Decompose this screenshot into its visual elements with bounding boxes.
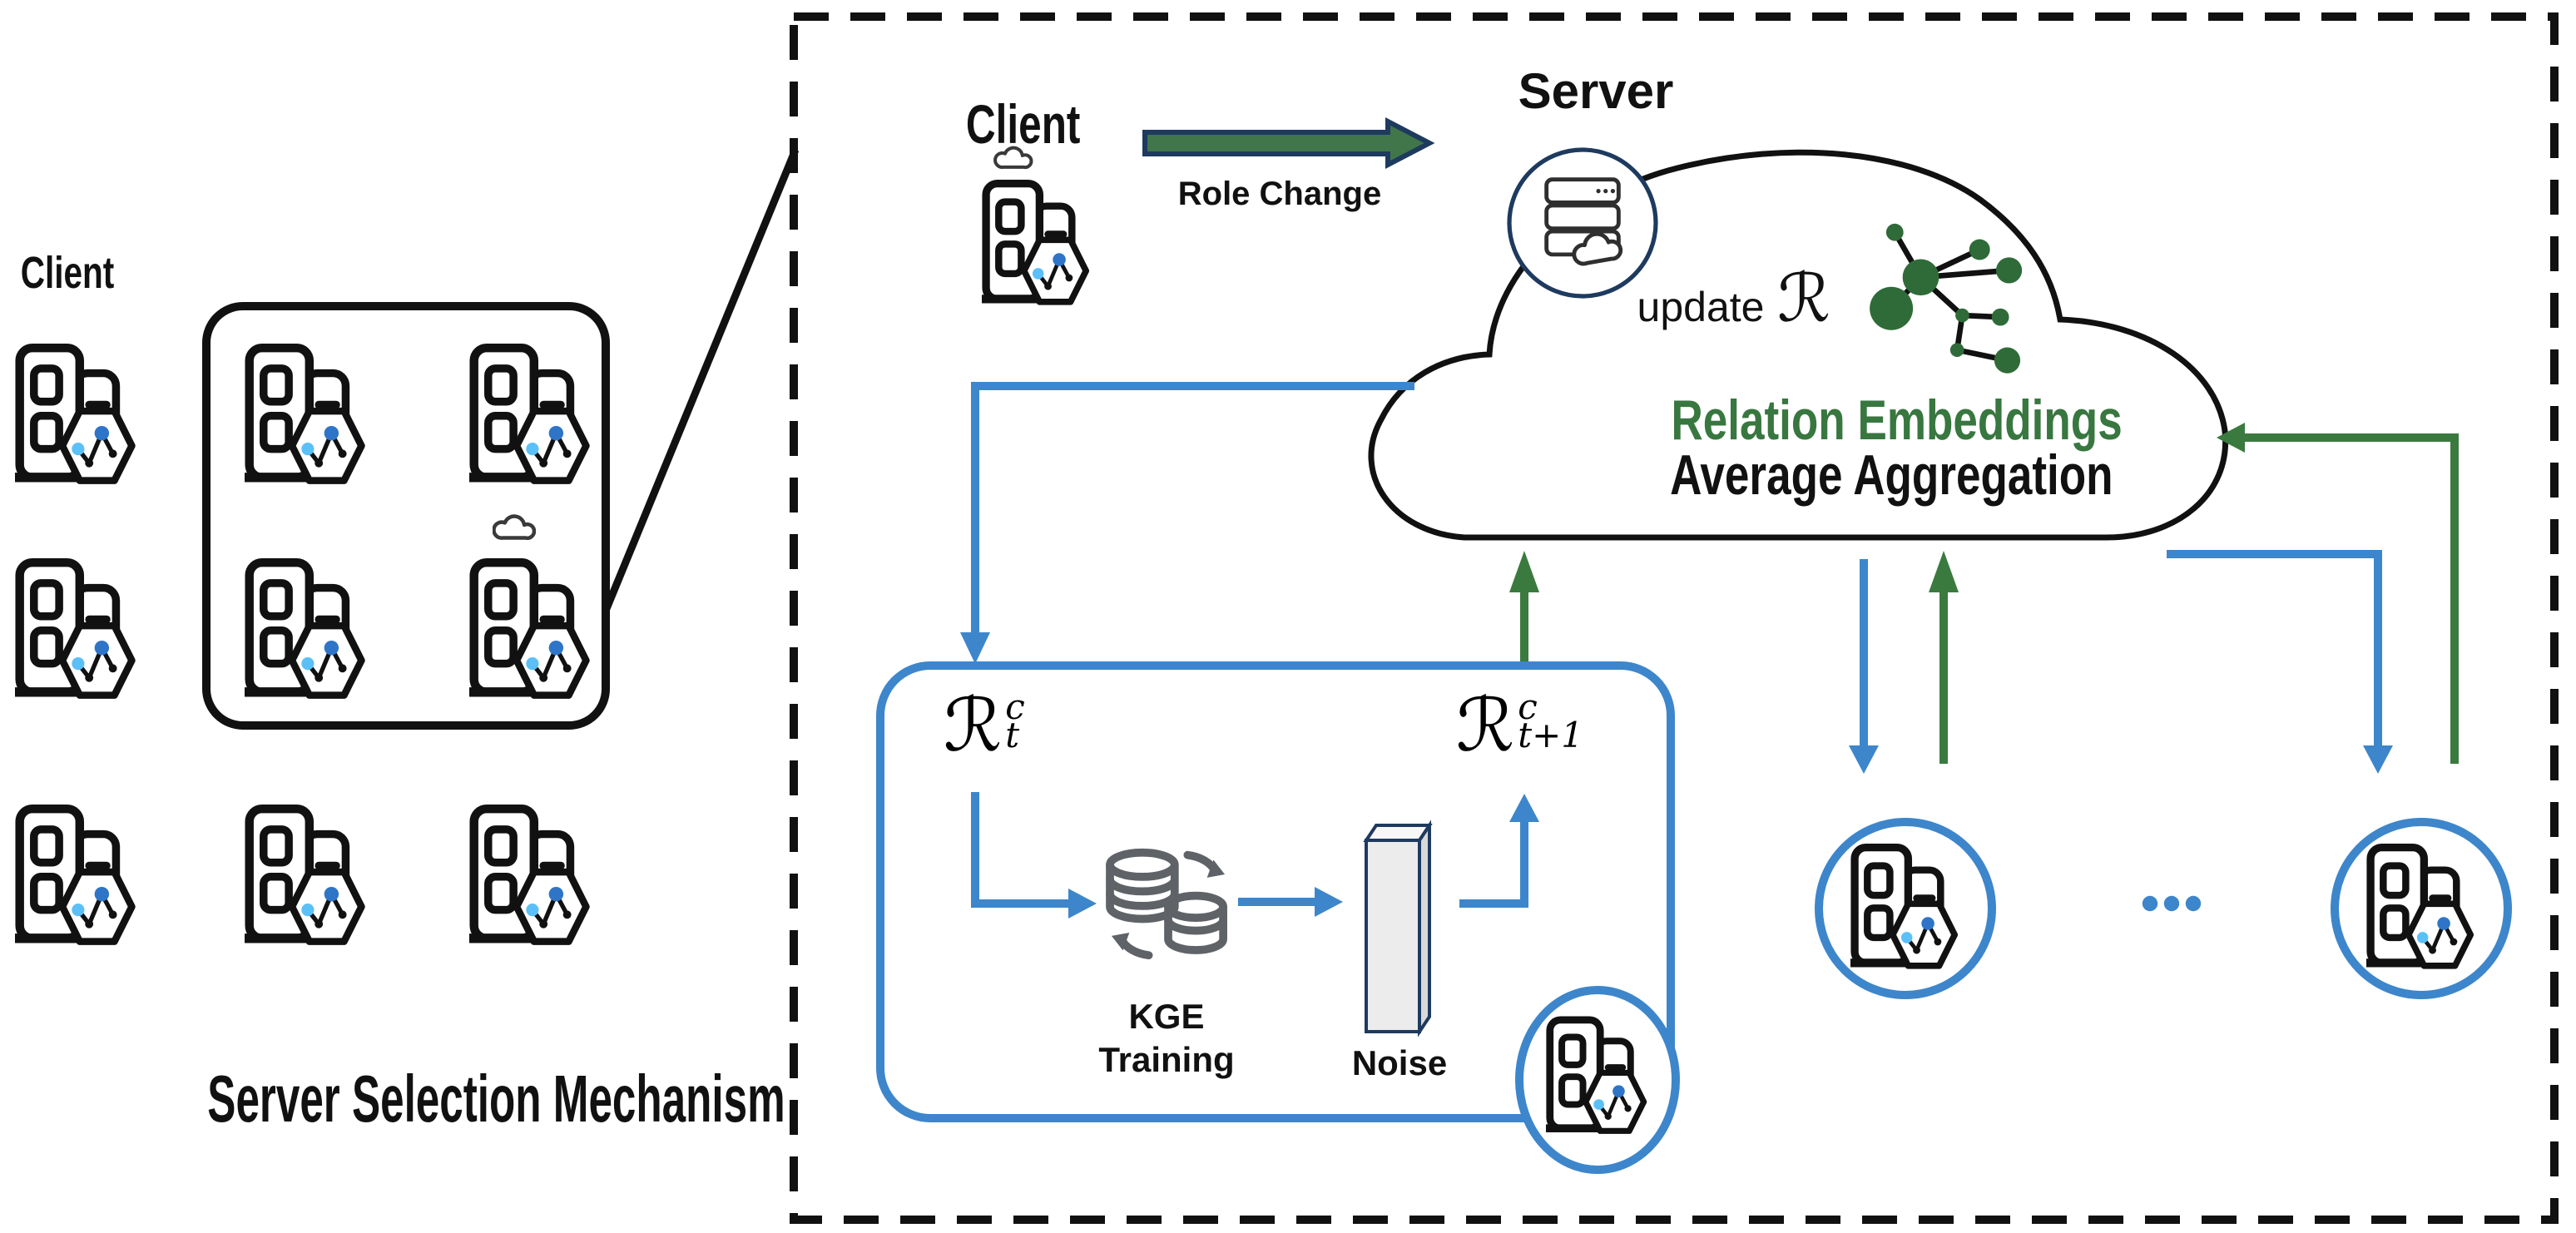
arrow-right-client-to-cloud — [2245, 433, 2459, 764]
dashed-frame — [790, 12, 2559, 1224]
role-change-arrow — [1142, 117, 1435, 169]
client-building-icon — [245, 334, 368, 491]
client-building-icon — [469, 549, 592, 706]
flow-server-label: Server — [1518, 65, 1674, 120]
arrow-rt-to-kge — [971, 792, 1068, 908]
selection-box — [202, 302, 610, 730]
box-client-icon — [1546, 1008, 1649, 1140]
blue-arrowheads — [960, 632, 2393, 919]
green-arrowheads — [1509, 423, 2245, 592]
role-change-label: Role Change — [1177, 176, 1382, 213]
mid-client-icon — [1850, 835, 1960, 975]
registry-symbol: ℛ — [1777, 261, 1830, 338]
kge-training-label: KGE Training — [1098, 998, 1235, 1080]
server-rack-icon — [1539, 176, 1626, 266]
arrow-cloud-to-right-client — [2167, 550, 2382, 745]
update-label: update — [1637, 285, 1765, 331]
relation-graph-icon — [1867, 206, 2040, 379]
ellipsis-icon — [2142, 895, 2202, 912]
left-client-label: Client — [21, 248, 116, 298]
client-building-icon — [469, 795, 592, 952]
arrow-noise-to-rt1 — [1459, 822, 1528, 908]
noise-bar — [1363, 820, 1433, 1037]
blue-arrows — [971, 382, 2382, 908]
client-training-box — [876, 661, 1675, 1122]
green-arrows — [1520, 433, 2459, 764]
promoted-client-icon — [982, 171, 1092, 311]
right-client-icon — [2366, 835, 2476, 975]
client-building-icon — [15, 795, 138, 952]
client-building-icon — [15, 334, 138, 491]
client-building-icon — [469, 334, 592, 491]
zoom-connector-line — [602, 148, 800, 612]
relation-embeddings-label: Relation Embeddings — [1671, 389, 2123, 453]
noise-label: Noise — [1351, 1045, 1448, 1083]
selected-server-cloud-icon — [493, 509, 536, 541]
average-aggregation-label: Average Aggregation — [1670, 444, 2113, 508]
arrow-cloud-to-box — [971, 382, 1414, 632]
client-building-icon — [245, 795, 368, 952]
client-building-icon — [15, 549, 138, 706]
server-selection-caption: Server Selection Mechanism — [207, 1063, 785, 1136]
client-building-icon — [245, 549, 368, 706]
kge-training-icon — [1103, 845, 1233, 962]
flow-client-label: Client — [965, 93, 1081, 155]
